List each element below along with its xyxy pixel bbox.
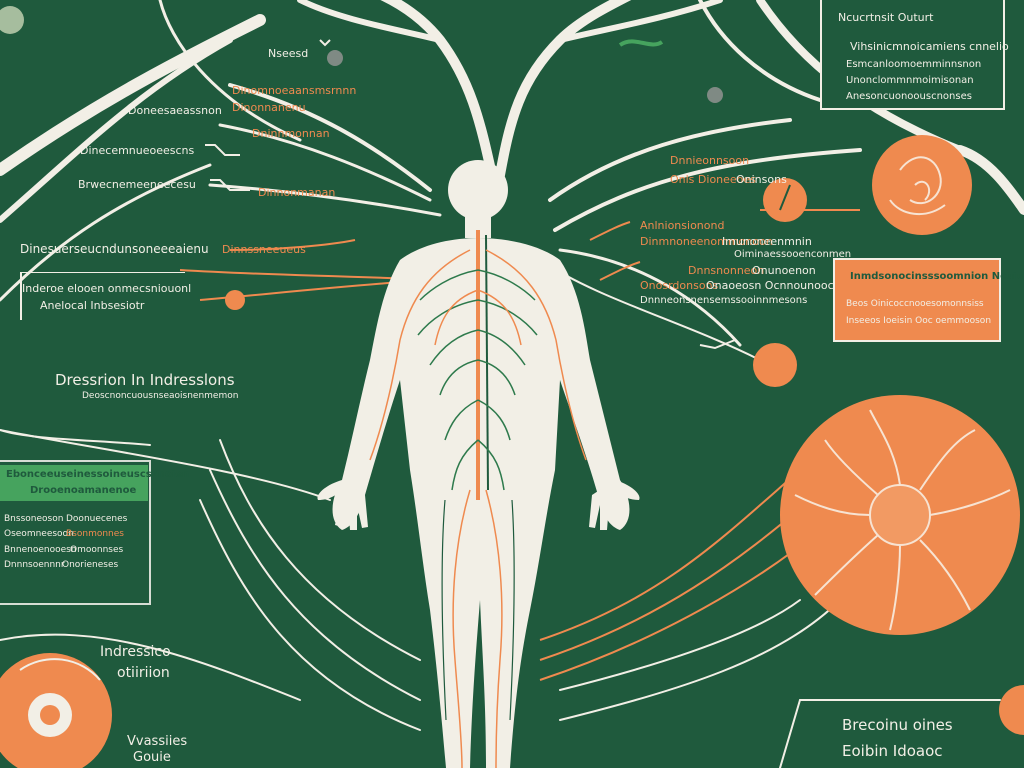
right-label-5-white: Oiminaessooenconmen [734, 249, 852, 260]
top-right-panel-line-1: Esmcanloomoemminnsnon [846, 59, 982, 70]
top-right-panel-line-2: Unonclommnmoimisonan [846, 75, 974, 86]
left-label-2-white: Doneesaeassnon [128, 104, 222, 117]
left-panel-row-4-a: Dnnnsoennnr [4, 560, 65, 570]
left-info-panel-title: Ebonceeuseinessoineuscssnoien [6, 469, 189, 480]
top-nerve-label: Nseesd [268, 47, 309, 60]
left-panel-row-2-b: Bsonmonnes [66, 529, 124, 539]
bottom-right-label-1: Brecoinu oines [842, 716, 953, 734]
gray-dot-top [327, 50, 343, 66]
left-box-line-2: Anelocal Inbsesiotr [40, 299, 145, 312]
right-label-3-orange: Anlnionsionond [640, 219, 725, 232]
human-figure [317, 160, 640, 768]
left-label-box [20, 272, 185, 320]
neuron-circles [0, 135, 1024, 768]
left-panel-row-1-a: Bnssoneoson [4, 514, 64, 524]
left-panel-row-3-a: Bnnenoenooesn [4, 545, 77, 555]
bottom-left-label-2: Gouie [133, 750, 171, 765]
left-label-1-orange: Dinomnoeaansmsrnnn [232, 84, 357, 97]
top-right-info-panel [820, 0, 1005, 110]
left-wide-orange-label: Dinnssneeueus [222, 243, 306, 256]
bracket-markers [205, 39, 736, 350]
right-label-7-white: Onaoeosn Ocnnounoocennomn [706, 279, 879, 292]
left-info-panel-subtitle: Drooenoamanenoe [30, 485, 137, 496]
left-label-5-white: Brwecnemeeneecesu [78, 178, 196, 191]
bottom-left-label-1: Vvassiies [127, 734, 188, 749]
right-label-2-white: Oninsons [736, 173, 787, 186]
gray-dot [707, 87, 723, 103]
left-label-2-orange: Dinonnanenu [232, 101, 306, 114]
left-panel-row-1-b: Doonuecenes [66, 514, 128, 524]
bottom-right-label-2: Eoibin Idoaoc [842, 742, 943, 760]
left-label-4-white: Dinecemnueoeescns [80, 144, 195, 157]
right-orange-panel [833, 258, 1001, 342]
bottom-left-title-1: Indressico [100, 644, 171, 660]
right-label-1-orange: Dnnieonnsoon [670, 154, 750, 167]
left-info-panel-header [0, 465, 148, 501]
bottom-left-title-2: otiiriion [117, 665, 170, 681]
right-orange-panel-line-1: Beos Oinicoccnooesomonnsiss [846, 299, 984, 309]
green-wiggle [618, 39, 664, 47]
top-right-panel-line-3: Anesoncuonoouscnonses [846, 91, 972, 102]
left-panel-row-2-a: Oseomneesoon [4, 529, 74, 539]
left-box-line-1: Inderoe elooen onmecsniouonl [22, 282, 192, 295]
right-label-6-orange: Dnnsnonneon [688, 264, 765, 277]
left-label-3-orange: Dninnmonnan [252, 127, 330, 140]
top-right-panel-title: Vihsinicmnoicamiens cnnelio [850, 40, 1009, 53]
left-panel-row-3-b: Omoonnses [70, 545, 124, 555]
right-label-8-white: Dnnneonsnensemssooinnmesons [640, 295, 808, 306]
right-label-7-orange: Onosrdonsons [640, 279, 719, 292]
right-label-2-orange: Onls Dioneeoes [670, 173, 756, 186]
right-orange-panel-title: Inmdsonocinsssoomnion Ncuiu [850, 271, 1024, 282]
right-label-6-white: Onunoenon [752, 264, 816, 277]
left-label-6-orange: Dinnonmanan [258, 186, 336, 199]
left-panel-row-4-b: Onorieneses [62, 560, 119, 570]
right-label-4-orange: Dinmnoneenommonoon [640, 235, 773, 248]
center-left-title: Dressrion In Indresslons [55, 371, 235, 389]
right-orange-panel-line-2: Inseeos Ioeisin Ooc oemmooson [846, 316, 992, 326]
center-left-subtitle: Deoscnoncuousnseaoisnenmemon [82, 391, 239, 401]
neuron-circle-small [872, 135, 972, 235]
glow-dot [0, 6, 24, 34]
top-right-panel-heading: Ncucrtnsit Outurt [838, 11, 934, 24]
right-label-4-white: Imunoneenmnin [722, 235, 812, 248]
left-wide-label: Dinesuerseucndunsoneeeaienu [20, 242, 209, 256]
